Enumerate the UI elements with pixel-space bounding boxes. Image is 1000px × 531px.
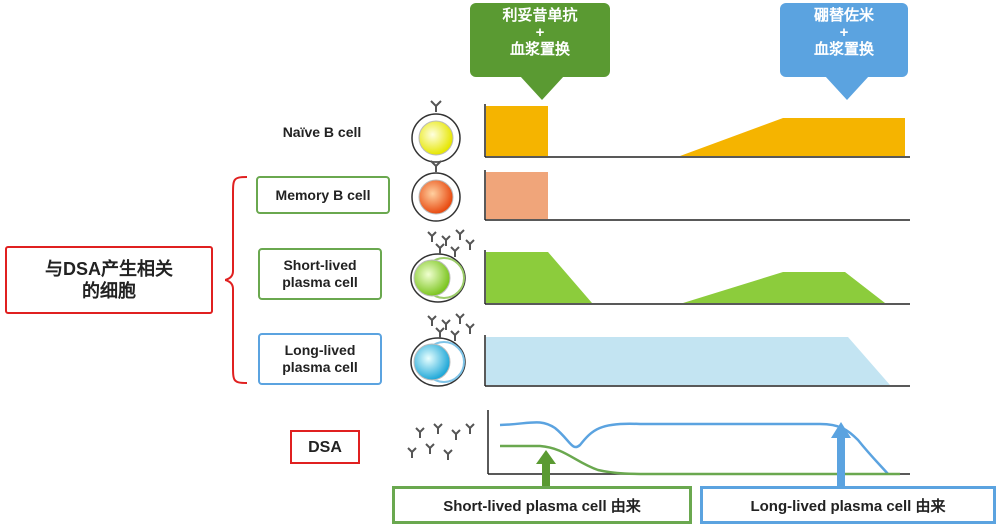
- row-label-text: Memory B cell: [275, 186, 371, 203]
- dsa-related-cells-label: 与DSA产生相关 的细胞: [5, 246, 213, 314]
- callout-line-procedure: 血浆置换: [509, 41, 570, 58]
- antibody-icon-group: [427, 313, 475, 342]
- short-lived-plasma-cell-label: Short-lived plasma cell: [258, 248, 382, 300]
- row-label-text: Naïve B cell: [282, 123, 362, 140]
- group-label-line1: 与DSA产生相关: [44, 259, 173, 279]
- long-lived-plasma-cell-label: Long-lived plasma cell: [258, 333, 382, 385]
- short-lived-origin-label: Short-lived plasma cell 由来: [392, 486, 692, 524]
- memory-b-cell-track: [484, 170, 910, 221]
- row-label-line2: plasma cell: [282, 274, 358, 290]
- naive-b-cell-track: [484, 104, 910, 158]
- long-lived-origin-label: Long-lived plasma cell 由来: [700, 486, 996, 524]
- callout-line-drug: 利妥昔单抗: [502, 7, 578, 24]
- bortezomib-arrow-icon: [825, 76, 869, 100]
- rituximab-plasmapheresis-callout: 利妥昔单抗 + 血浆置换: [470, 3, 610, 77]
- memory-b-cell-icon: [411, 160, 461, 222]
- short-lived-plasma-cell-icon: [410, 253, 466, 303]
- short-lived-plasma-cell-track: [484, 250, 910, 305]
- dsa-short-lived-curve: [500, 444, 900, 476]
- dsa-label-text: DSA: [308, 438, 342, 456]
- dsa-long-lived-curve: [499, 421, 889, 475]
- long-lived-arrow-icon: [831, 422, 851, 490]
- callout-line-plus: +: [839, 24, 849, 41]
- dsa-antibody-icons: [407, 423, 475, 461]
- bortezomib-plasmapheresis-callout: 硼替佐米 + 血浆置换: [780, 3, 908, 77]
- group-bracket: [225, 176, 248, 384]
- antibody-icon-group: [427, 229, 475, 258]
- row-label-line1: Short-lived: [283, 257, 357, 273]
- row-label-line1: Long-lived: [284, 342, 356, 358]
- rituximab-arrow-icon: [520, 76, 564, 100]
- long-lived-plasma-cell-track: [484, 335, 910, 387]
- naive-b-cell-label: Naïve B cell: [262, 120, 382, 144]
- naive-b-cell-icon: [411, 100, 461, 163]
- callout-line-drug: 硼替佐米: [813, 7, 874, 24]
- callout-line-plus: +: [535, 24, 545, 41]
- short-lived-origin-text: Short-lived plasma cell 由来: [443, 497, 641, 515]
- long-lived-plasma-cell-icon: [410, 337, 466, 387]
- row-label-line2: plasma cell: [282, 359, 358, 375]
- short-lived-arrow-icon: [536, 450, 556, 490]
- memory-b-cell-label: Memory B cell: [256, 176, 390, 214]
- dsa-label: DSA: [290, 430, 360, 464]
- callout-line-procedure: 血浆置换: [813, 41, 874, 58]
- group-label-line2: 的细胞: [82, 281, 136, 301]
- dsa-track: [487, 410, 910, 490]
- long-lived-origin-text: Long-lived plasma cell 由来: [750, 497, 946, 515]
